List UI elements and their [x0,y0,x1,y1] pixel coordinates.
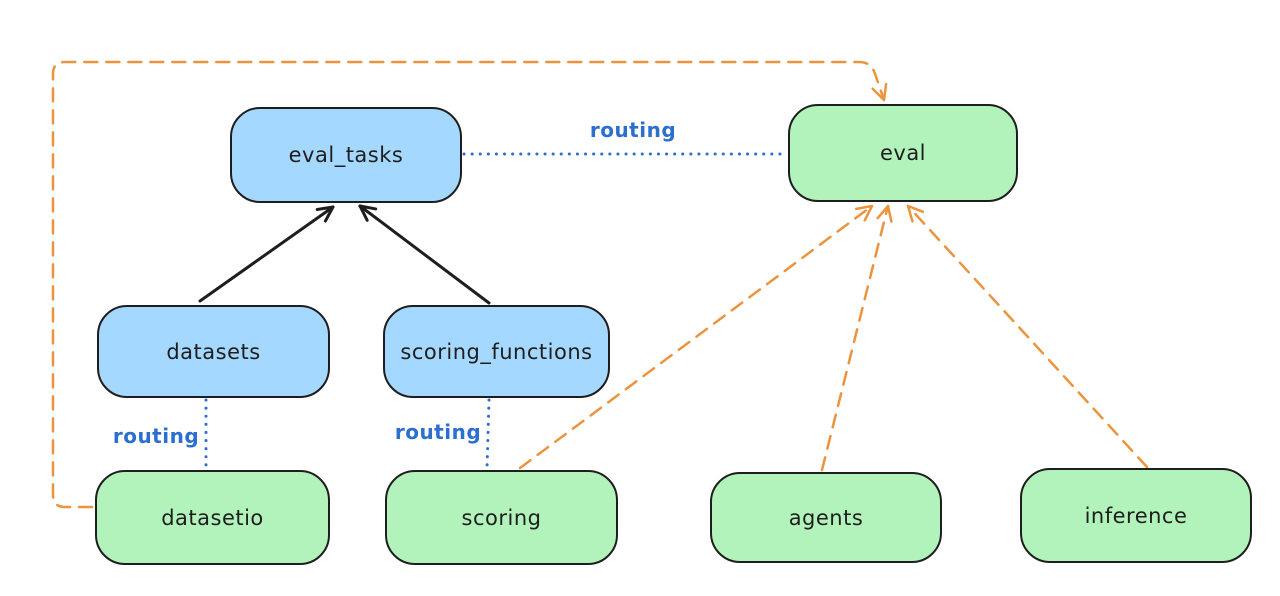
edge-datasets-to-eval-tasks [198,205,335,303]
node-eval: eval [788,104,1018,202]
edge-inference-to-eval [906,204,1149,469]
edge-datasets-to-eval-tasks-arrowhead [315,205,335,223]
node-scoring-functions: scoring_functions [383,305,610,398]
edge-agents-to-eval-arrowhead [876,204,893,223]
node-label-datasetio: datasetio [161,505,264,530]
edge-datasetio-to-eval-arrowhead [871,82,888,102]
node-label-agents: agents [788,505,864,530]
edge-scoring-functions-to-eval-tasks-arrowhead [358,204,378,222]
node-label-eval: eval [879,141,927,165]
node-inference: inference [1020,468,1252,563]
edge-label-routing-top: routing [589,118,677,142]
edge-agents-to-eval [820,204,890,472]
node-label-scoring-functions: scoring_functions [400,339,593,364]
edge-inference-to-eval-arrowhead [906,204,925,223]
node-label-scoring: scoring [461,505,542,530]
node-datasetio: datasetio [95,470,330,565]
node-datasets: datasets [97,305,330,398]
node-agents: agents [710,472,942,563]
node-label-inference: inference [1084,503,1188,528]
edge-scoring-to-eval-arrowhead [855,204,874,222]
node-scoring: scoring [385,470,618,565]
edge-scoring-functions-to-eval-tasks [358,204,491,305]
edge-label-routing-left: routing [112,424,200,448]
node-label-datasets: datasets [166,339,261,364]
edge-datasetio-to-eval [51,60,886,509]
node-eval-tasks: eval_tasks [230,107,462,203]
edge-scoring-to-eval [518,204,874,470]
edge-routing-scoring-functions-to-scoring [485,398,491,470]
edge-label-routing-mid: routing [394,420,482,444]
node-label-eval-tasks: eval_tasks [288,143,404,167]
